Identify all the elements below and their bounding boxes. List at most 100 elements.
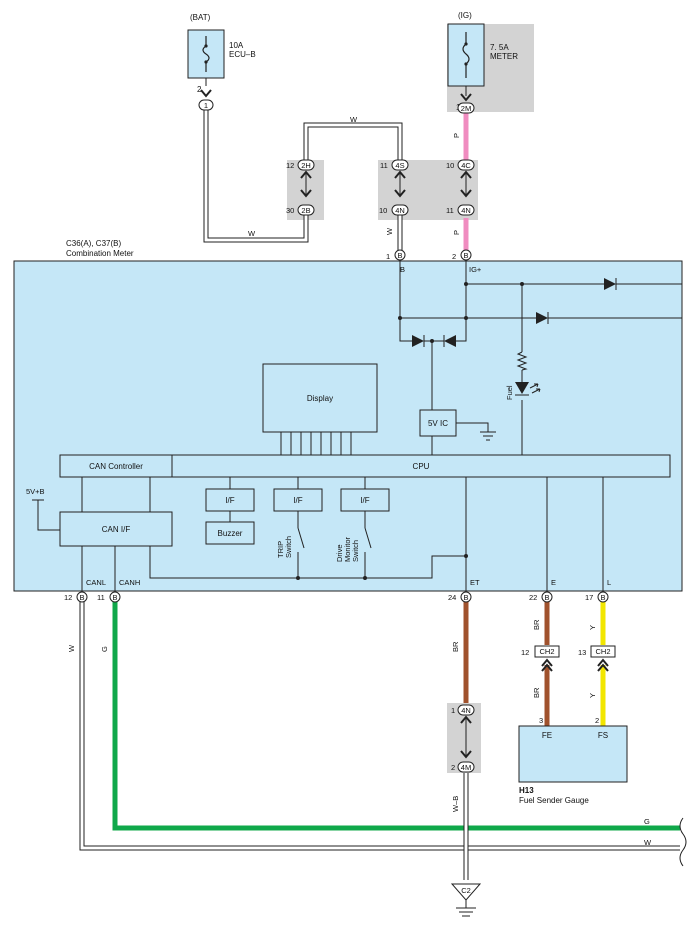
cpu-block <box>171 454 671 478</box>
diode-b-to-ic <box>412 335 425 347</box>
ig-fuse-name: METER <box>490 52 518 61</box>
svg-text:4C: 4C <box>461 161 471 170</box>
pin-label-ig: IG+ <box>469 265 482 274</box>
svg-text:B: B <box>397 251 402 260</box>
sender-fe-pin: 3 <box>539 716 543 725</box>
meter-name: Combination Meter <box>66 249 134 258</box>
wire-label-w-right: W <box>644 838 652 847</box>
fuel-lamp-label: Fuel <box>505 385 514 400</box>
svg-text:10: 10 <box>379 206 387 215</box>
wire-label-br-e-bottom: BR <box>532 687 541 698</box>
meter-pin-l: B 17 <box>585 591 609 603</box>
drive-switch-label-3: Switch <box>351 540 360 562</box>
buzzer-label: Buzzer <box>218 529 243 538</box>
bat-fuse-pin: 2 <box>197 85 202 94</box>
svg-text:B: B <box>463 251 468 260</box>
trip-switch-label-1: TRIP <box>276 541 285 558</box>
supply-label: 5V+B <box>26 487 45 496</box>
svg-text:1: 1 <box>386 252 390 261</box>
ic-block <box>419 409 457 437</box>
resistor-icon <box>516 351 528 371</box>
wire-break-mark <box>679 817 687 867</box>
green-wire-canh <box>112 602 680 831</box>
wire-label-p-top: P <box>452 133 461 138</box>
svg-text:2: 2 <box>451 763 455 772</box>
svg-text:10: 10 <box>446 161 454 170</box>
meter-pin-b: B 1 <box>386 249 406 261</box>
bat-fuse-source: (BAT) <box>190 13 211 22</box>
svg-text:11: 11 <box>97 593 105 602</box>
connector-2h: 2H 12 2B 30 <box>286 159 315 216</box>
ground-icon <box>480 431 496 441</box>
svg-text:12: 12 <box>521 648 529 657</box>
connector-4c: 4C 10 4N 11 <box>446 159 475 216</box>
wire-label-y-bottom: Y <box>588 693 597 698</box>
sender-code: H13 <box>519 786 534 795</box>
svg-text:CH2: CH2 <box>539 647 554 656</box>
wire-label-br-e-top: BR <box>532 619 541 630</box>
svg-text:2M: 2M <box>461 104 471 113</box>
ground-c2: C2 <box>450 883 482 917</box>
svg-text:2B: 2B <box>301 206 310 215</box>
trip-switch-label-2: Switch <box>284 536 293 558</box>
drive-switch-label-2: Monitor <box>343 536 352 562</box>
svg-text:11: 11 <box>446 206 454 215</box>
wire-label-w-vert: W <box>385 227 394 235</box>
connector-4s: 4S 11 4N 10 <box>379 159 409 216</box>
if-label-1: I/F <box>225 496 234 505</box>
meter-pin-canl: B 12 <box>64 591 88 603</box>
bat-fuse <box>187 29 225 86</box>
sender-fs-label: FS <box>598 731 608 740</box>
connector-2m: 2M <box>457 93 475 114</box>
svg-text:24: 24 <box>448 593 456 602</box>
if-label-3: I/F <box>360 496 369 505</box>
bat-fuse-rating: 10A <box>229 41 244 50</box>
wire-label-p-bottom: P <box>452 230 461 235</box>
pin-label-canl: CANL <box>86 578 106 587</box>
svg-text:17: 17 <box>585 593 593 602</box>
wire-label-w-top: W <box>350 115 358 124</box>
if-block-buzzer <box>205 488 255 512</box>
ig-fuse-rating: 7. 5A <box>490 43 509 52</box>
white-wire-canl <box>79 602 680 851</box>
buzzer-block <box>205 521 255 545</box>
wire-label-g-left: G <box>100 646 109 652</box>
svg-text:4N: 4N <box>461 206 471 215</box>
if-block-trip <box>273 488 323 512</box>
can-if-label: CAN I/F <box>102 525 131 534</box>
diode-ig-lower <box>536 312 549 324</box>
pin-label-et: ET <box>470 578 480 587</box>
connector-1: 1 <box>198 89 214 111</box>
svg-text:12: 12 <box>64 593 72 602</box>
pin-label-canh: CANH <box>119 578 140 587</box>
white-wire-bat <box>203 108 403 252</box>
can-controller-label: CAN Controller <box>89 462 143 471</box>
meter-pin-canh: B 11 <box>97 591 121 603</box>
svg-text:C2: C2 <box>461 886 471 895</box>
diode-ig-upper <box>604 278 617 290</box>
fuel-warning-led-icon <box>515 382 541 396</box>
svg-text:B: B <box>79 593 84 602</box>
svg-text:B: B <box>463 593 468 602</box>
meter-pin-ig: B 2 <box>452 249 472 261</box>
meter-junction-dots <box>296 282 524 580</box>
sender-name: Fuel Sender Gauge <box>519 796 589 805</box>
connector-ch2-e: CH2 12 <box>521 645 560 672</box>
can-if-block <box>59 511 173 547</box>
if-block-drive <box>340 488 390 512</box>
wire-label-w-left: W <box>67 644 76 652</box>
diode-ig-to-ic <box>443 335 456 347</box>
meter-internal-wiring <box>32 260 682 591</box>
svg-text:4M: 4M <box>461 763 471 772</box>
svg-text:4S: 4S <box>395 161 404 170</box>
wire-label-w-bottom: W <box>248 229 256 238</box>
meter-pin-et: B 24 <box>448 591 472 603</box>
connector-4n-low: 4N 1 4M 2 <box>451 704 475 773</box>
svg-text:B: B <box>544 593 549 602</box>
bat-fuse-name: ECU–B <box>229 50 256 59</box>
svg-text:2: 2 <box>452 252 456 261</box>
sender-fe-label: FE <box>542 731 552 740</box>
ig-fuse-source: (IG) <box>458 11 472 20</box>
ic-label: 5V IC <box>428 419 448 428</box>
